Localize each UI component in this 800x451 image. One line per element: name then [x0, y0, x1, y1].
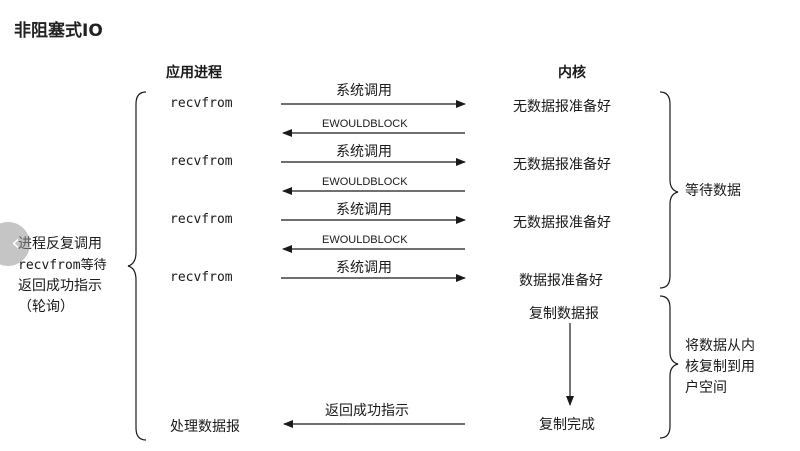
- right-brace-copy: [659, 295, 679, 439]
- copy-done-label: 复制完成: [539, 417, 595, 433]
- ewouldblock-label-2: EWOULDBLOCK: [322, 176, 408, 188]
- right-brace-wait: [659, 91, 679, 289]
- left-note-line-1: 进程反复调用: [18, 236, 102, 252]
- left-note-line-4: （轮询）: [18, 299, 74, 315]
- syscall-label-1: 系统调用: [336, 83, 392, 99]
- chevron-left-icon: ‹: [11, 231, 20, 256]
- kernel-status-3: 无数据报准备好: [513, 215, 611, 231]
- recvfrom-call-4: recvfrom: [170, 270, 233, 285]
- left-polling-note: 进程反复调用 recvfrom等待 返回成功指示 （轮询）: [18, 234, 107, 318]
- left-brace: [127, 91, 147, 441]
- kernel-status-ready: 数据报准备好: [519, 273, 603, 289]
- copy-note: 将数据从内 核复制到用 户空间: [685, 336, 755, 399]
- recvfrom-call-3: recvfrom: [170, 212, 233, 227]
- recvfrom-call-2: recvfrom: [170, 154, 233, 169]
- ewouldblock-label-3: EWOULDBLOCK: [322, 234, 408, 246]
- left-note-line-2: recvfrom等待: [18, 258, 107, 273]
- left-note-line-3: 返回成功指示: [18, 278, 102, 294]
- recvfrom-call-1: recvfrom: [170, 96, 233, 111]
- kernel-column-header: 内核: [558, 65, 586, 81]
- syscall-label-2: 系统调用: [336, 144, 392, 160]
- copy-start-label: 复制数据报: [529, 306, 599, 322]
- kernel-status-2: 无数据报准备好: [513, 157, 611, 173]
- return-success-label: 返回成功指示: [325, 403, 409, 419]
- copy-note-line-3: 户空间: [685, 380, 727, 396]
- process-datagram-label: 处理数据报: [170, 419, 240, 435]
- ewouldblock-label-1: EWOULDBLOCK: [322, 118, 408, 130]
- syscall-label-3: 系统调用: [336, 202, 392, 218]
- wait-data-note: 等待数据: [685, 183, 741, 199]
- copy-note-line-1: 将数据从内: [685, 338, 755, 354]
- copy-note-line-2: 核复制到用: [685, 359, 755, 375]
- app-column-header: 应用进程: [166, 65, 222, 81]
- syscall-label-4: 系统调用: [336, 260, 392, 276]
- kernel-status-1: 无数据报准备好: [513, 99, 611, 115]
- page-title: 非阻塞式IO: [14, 21, 103, 41]
